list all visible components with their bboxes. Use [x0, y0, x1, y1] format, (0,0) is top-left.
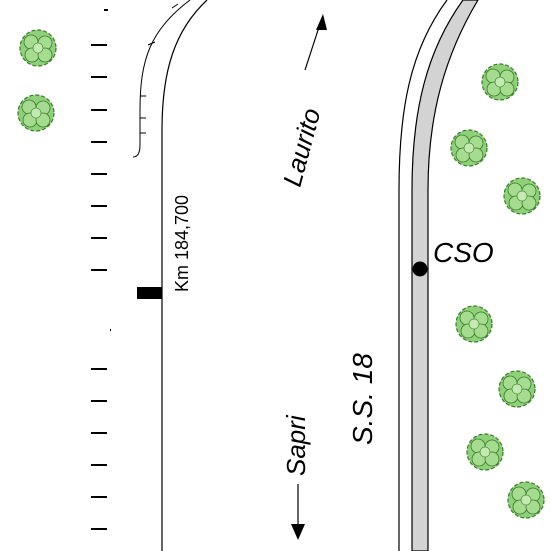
road-right-edge — [398, 0, 448, 551]
tree-icon — [498, 370, 536, 408]
road-left-edge — [161, 0, 208, 551]
cycle-lane — [411, 0, 479, 551]
station-label: CSO — [433, 237, 494, 268]
direction-north-label: Laurito — [277, 105, 327, 190]
tree-icon — [450, 129, 488, 167]
km-marker-icon — [137, 287, 162, 299]
tree-icon — [455, 305, 493, 343]
left-curb-ticks — [91, 9, 111, 530]
side-road — [132, 0, 191, 158]
tree-icon — [507, 481, 545, 519]
direction-north: Laurito — [277, 14, 327, 190]
tree-icon — [503, 177, 541, 215]
tree-icon — [19, 29, 57, 67]
km-marker-label: Km 184,700 — [172, 195, 192, 292]
road-name-label: S.S. 18 — [347, 353, 378, 445]
direction-arrow-icon — [316, 14, 327, 30]
direction-south: Sapri — [281, 414, 311, 540]
tree-icon — [481, 63, 519, 101]
direction-south-label: Sapri — [281, 414, 311, 476]
direction-arrow-icon — [291, 524, 305, 540]
station-dot-icon — [412, 261, 428, 277]
tree-icon — [466, 433, 504, 471]
tree-icon — [17, 94, 55, 132]
